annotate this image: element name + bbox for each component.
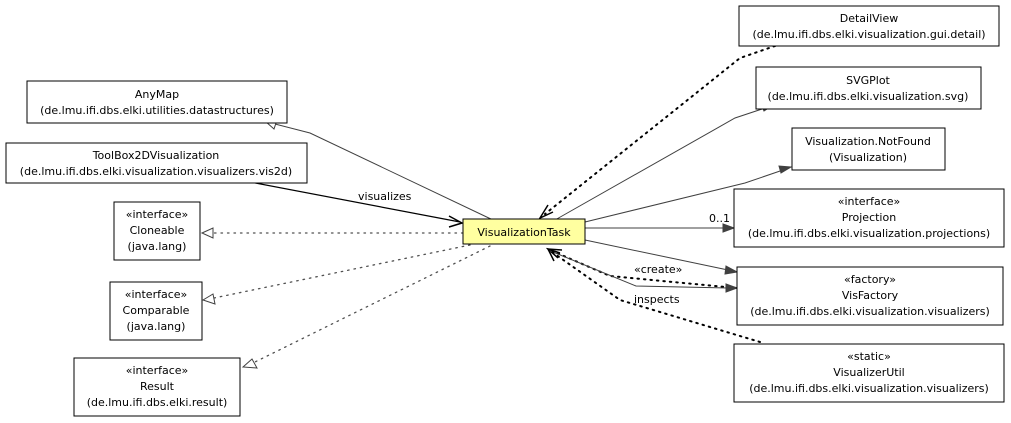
node-detailview-package: (de.lmu.ifi.dbs.elki.visualization.gui.d… [752,28,985,41]
node-visualizerutil[interactable]: «static» VisualizerUtil (de.lmu.ifi.dbs.… [733,343,1005,403]
node-projection-stereotype: «interface» [838,195,901,208]
node-comparable-name: Comparable [123,304,190,317]
node-result-package: (de.lmu.ifi.dbs.elki.result) [87,396,228,409]
node-result[interactable]: «interface» Result (de.lmu.ifi.dbs.elki.… [73,357,241,417]
node-comparable-stereotype: «interface» [125,288,188,301]
edge-visualizes: visualizes [249,181,464,228]
node-svgplot-name: SVGPlot [846,74,890,87]
node-anymap-package: (de.lmu.ifi.dbs.elki.utilities.datastruc… [40,104,274,117]
node-projection[interactable]: «interface» Projection (de.lmu.ifi.dbs.e… [733,188,1005,248]
node-cloneable[interactable]: «interface» Cloneable (java.lang) [113,201,201,261]
edge-association-visfactory-2 [547,249,739,293]
node-toolbox-package: (de.lmu.ifi.dbs.elki.visualization.visua… [20,165,292,178]
edge-multiplicity-projection: 0..1 [709,212,730,225]
edge-dependency-detailview [538,45,776,220]
node-notfound-package: (Visualization) [829,151,907,164]
edge-association-visfactory [584,239,739,275]
node-visualizationtask-name: VisualizationTask [477,226,571,239]
node-anymap-name: AnyMap [135,88,179,101]
node-comparable[interactable]: «interface» Comparable (java.lang) [109,281,203,341]
node-cloneable-name: Cloneable [130,224,185,237]
node-result-name: Result [140,380,175,393]
edge-association-notfound [584,165,793,223]
edge-realization-result [241,245,491,369]
node-cloneable-package: (java.lang) [128,240,187,253]
node-visualizerutil-package: (de.lmu.ifi.dbs.elki.visualization.visua… [749,382,989,395]
node-svgplot[interactable]: SVGPlot (de.lmu.ifi.dbs.elki.visualizati… [755,66,982,110]
node-projection-name: Projection [842,211,896,224]
node-detailview-name: DetailView [840,12,899,25]
edge-label-inspects: inspects [634,293,680,306]
edge-label-visualizes: visualizes [358,190,412,203]
node-notfound-name: Visualization.NotFound [805,135,931,148]
node-visfactory[interactable]: «factory» VisFactory (de.lmu.ifi.dbs.elk… [736,266,1004,326]
node-svgplot-package: (de.lmu.ifi.dbs.elki.visualization.svg) [768,90,969,103]
edge-association-projection: 0..1 [585,212,736,233]
node-toolbox2dvisualization[interactable]: ToolBox2DVisualization (de.lmu.ifi.dbs.e… [5,142,308,184]
node-projection-package: (de.lmu.ifi.dbs.elki.visualization.proje… [748,227,990,240]
node-visualization-notfound[interactable]: Visualization.NotFound (Visualization) [791,127,946,171]
node-detailview[interactable]: DetailView (de.lmu.ifi.dbs.elki.visualiz… [738,5,1000,47]
edge-realization-comparable [201,244,471,305]
edge-create-visfactory: «create» [545,248,737,289]
edge-label-create: «create» [634,263,682,276]
node-visualizerutil-stereotype: «static» [847,350,891,363]
node-toolbox-name: ToolBox2DVisualization [92,149,220,162]
edge-inspects-visualizerutil: inspects [546,247,761,343]
node-anymap[interactable]: AnyMap (de.lmu.ifi.dbs.elki.utilities.da… [26,80,288,124]
node-visualizerutil-name: VisualizerUtil [833,366,904,379]
node-visfactory-stereotype: «factory» [844,273,896,286]
node-visfactory-package: (de.lmu.ifi.dbs.elki.visualization.visua… [750,305,990,318]
node-visfactory-name: VisFactory [842,289,899,302]
node-visualizationtask[interactable]: VisualizationTask [462,218,586,245]
node-result-stereotype: «interface» [126,364,189,377]
node-cloneable-stereotype: «interface» [126,208,189,221]
node-comparable-package: (java.lang) [127,320,186,333]
edge-realization-cloneable [200,227,464,239]
